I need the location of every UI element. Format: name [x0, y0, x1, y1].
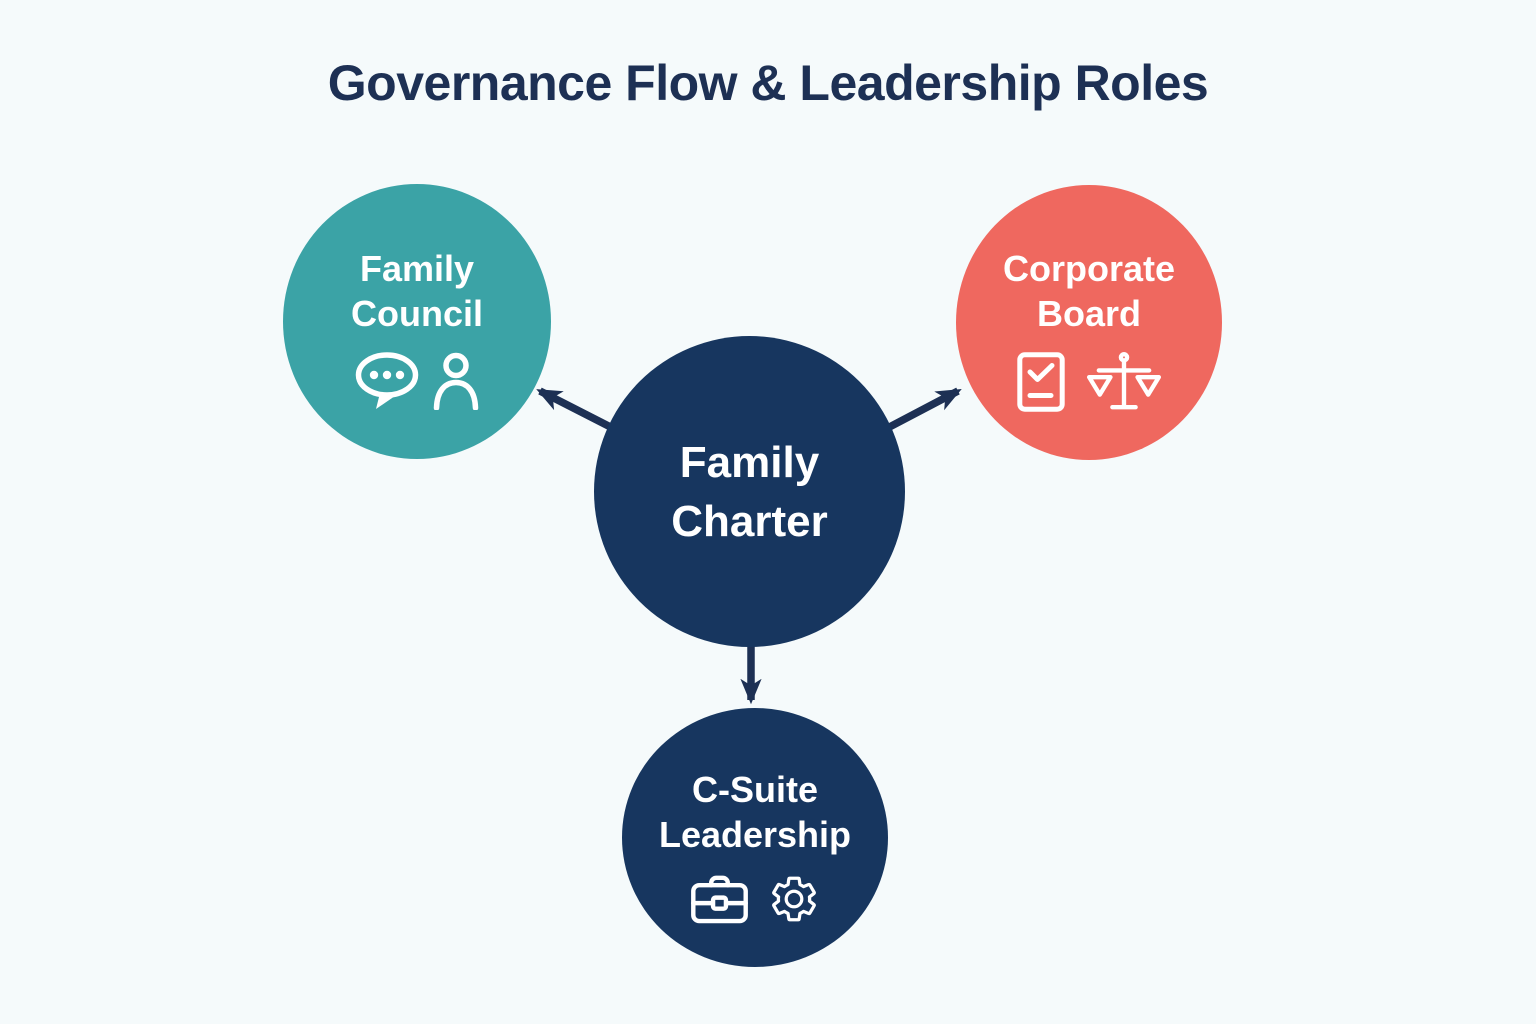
node-label-line: Charter [671, 496, 828, 546]
node-label: C-Suite Leadership [659, 767, 851, 857]
document-check-icon [1017, 351, 1065, 412]
node-corporate-board: Corporate Board [956, 185, 1222, 460]
node-label-line: C-Suite [692, 768, 818, 810]
arrow-charter-to-board [878, 387, 962, 436]
node-label-line: Leadership [658, 813, 852, 855]
node-family-council: Family Council [283, 184, 551, 459]
scales-icon [1087, 351, 1161, 409]
node-label-line: Council [351, 292, 483, 334]
gear-icon [771, 876, 816, 921]
node-label: Corporate Board [1003, 246, 1175, 336]
node-label: Family Charter [671, 433, 828, 551]
node-icons [1017, 351, 1161, 412]
person-icon [433, 352, 479, 410]
node-family-charter: Family Charter [594, 336, 905, 647]
node-label: Family Council [351, 246, 483, 336]
node-c-suite-leadership: C-Suite Leadership [622, 708, 888, 967]
node-label-line: Family [359, 247, 475, 289]
speech-bubble-icon [355, 351, 419, 409]
node-label-line: Family [679, 437, 820, 487]
diagram-title: Governance Flow & Leadership Roles [327, 55, 1209, 111]
node-icons [690, 873, 820, 925]
briefcase-icon [690, 875, 748, 923]
node-label-line: Corporate [1002, 247, 1176, 289]
node-icons [355, 351, 479, 410]
node-label-line: Board [1036, 292, 1141, 334]
